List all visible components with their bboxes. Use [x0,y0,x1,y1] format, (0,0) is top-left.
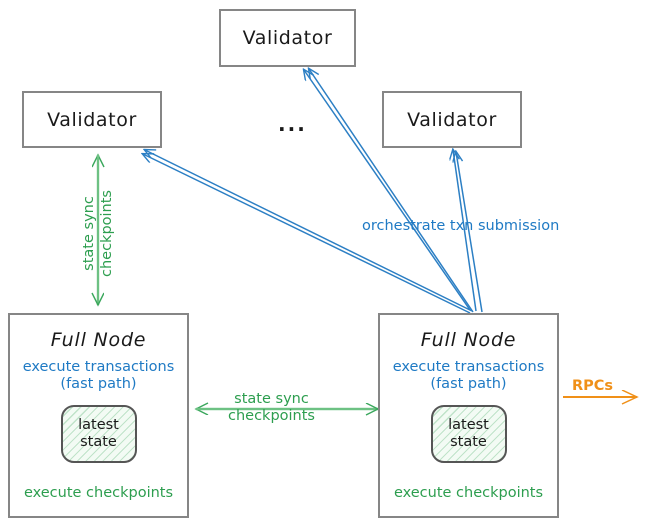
validator-right[interactable]: Validator [382,91,522,148]
full-node-left-latest-state-line2: state [80,434,117,450]
full-node-left-exec-txn: execute transactions [22,359,175,375]
edge-label-state-sync-vertical-line2: checkpoints [99,190,115,277]
edge-label-state-sync-middle-line2: checkpoints [228,408,315,424]
edge-label-state-sync-vertical: state sync checkpoints [80,190,116,277]
full-node-right-latest-state-line1: latest [448,417,489,433]
full-node-right-exec-txn: execute transactions [392,359,545,375]
full-node-left[interactable]: Full Node execute transactions (fast pat… [8,313,189,518]
validator-top[interactable]: Validator [219,9,356,67]
full-node-left-fast-path: (fast path) [60,376,137,392]
edge-label-state-sync-middle: state sync checkpoints [228,391,315,425]
full-node-right-title: Full Node [420,329,517,351]
edge-label-state-sync-middle-line1: state sync [234,391,309,407]
validators-ellipsis: ... [278,112,307,136]
full-node-right-fast-path: (fast path) [430,376,507,392]
full-node-right-latest-state-line2: state [450,434,487,450]
full-node-right-exec-checkpoints: execute checkpoints [393,485,544,501]
full-node-left-latest-state: latest state [60,405,137,463]
full-node-left-exec-checkpoints: execute checkpoints [23,485,174,501]
edge-label-state-sync-vertical-line1: state sync [81,196,97,271]
full-node-right[interactable]: Full Node execute transactions (fast pat… [378,313,559,518]
validator-left[interactable]: Validator [22,91,162,148]
validator-top-label: Validator [242,27,333,49]
validator-right-label: Validator [407,108,497,131]
full-node-right-latest-state: latest state [430,405,507,463]
validator-left-label: Validator [47,108,137,131]
full-node-right-exec-txn-block: execute transactions (fast path) [393,359,545,393]
full-node-left-exec-txn-block: execute transactions (fast path) [23,359,175,393]
edge-label-rpcs: RPCs [572,378,614,394]
full-node-left-title: Full Node [50,329,147,351]
full-node-left-latest-state-line1: latest [78,417,119,433]
edge-label-orchestrate-txn-submission: orchestrate txn submission [362,218,560,234]
